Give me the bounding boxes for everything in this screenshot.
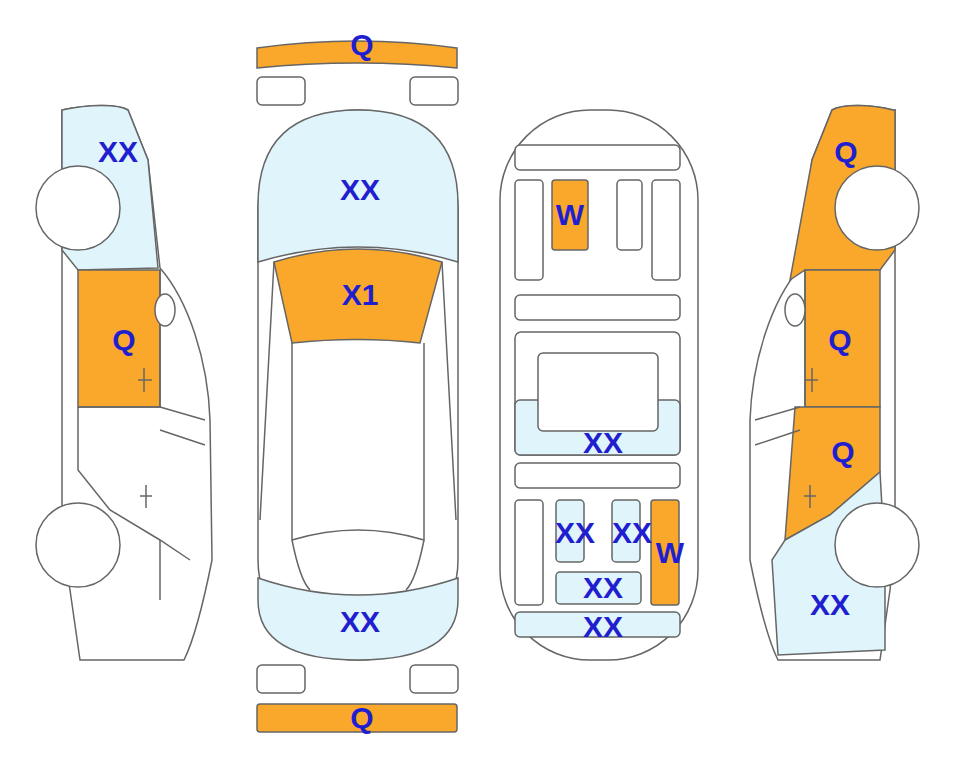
top-view bbox=[257, 41, 458, 732]
damage-code: XX bbox=[555, 518, 595, 548]
damage-code: Q bbox=[828, 325, 851, 355]
damage-code: Q bbox=[112, 325, 135, 355]
damage-code: XX bbox=[583, 428, 623, 458]
damage-code: W bbox=[556, 200, 584, 230]
damage-code: XX bbox=[340, 607, 380, 637]
right-side-view bbox=[750, 106, 919, 661]
underside-view bbox=[500, 110, 698, 660]
damage-code: X1 bbox=[342, 280, 379, 310]
damage-code: XX bbox=[583, 573, 623, 603]
damage-code: XX bbox=[340, 175, 380, 205]
damage-code: XX bbox=[810, 590, 850, 620]
damage-code: Q bbox=[831, 437, 854, 467]
left-side-view bbox=[36, 106, 212, 661]
damage-code: Q bbox=[350, 30, 373, 60]
damage-code: Q bbox=[350, 703, 373, 733]
damage-code: W bbox=[656, 538, 684, 568]
damage-code: XX bbox=[583, 612, 623, 642]
damage-code: XX bbox=[98, 137, 138, 167]
damage-code: Q bbox=[834, 137, 857, 167]
damage-code: XX bbox=[612, 518, 652, 548]
